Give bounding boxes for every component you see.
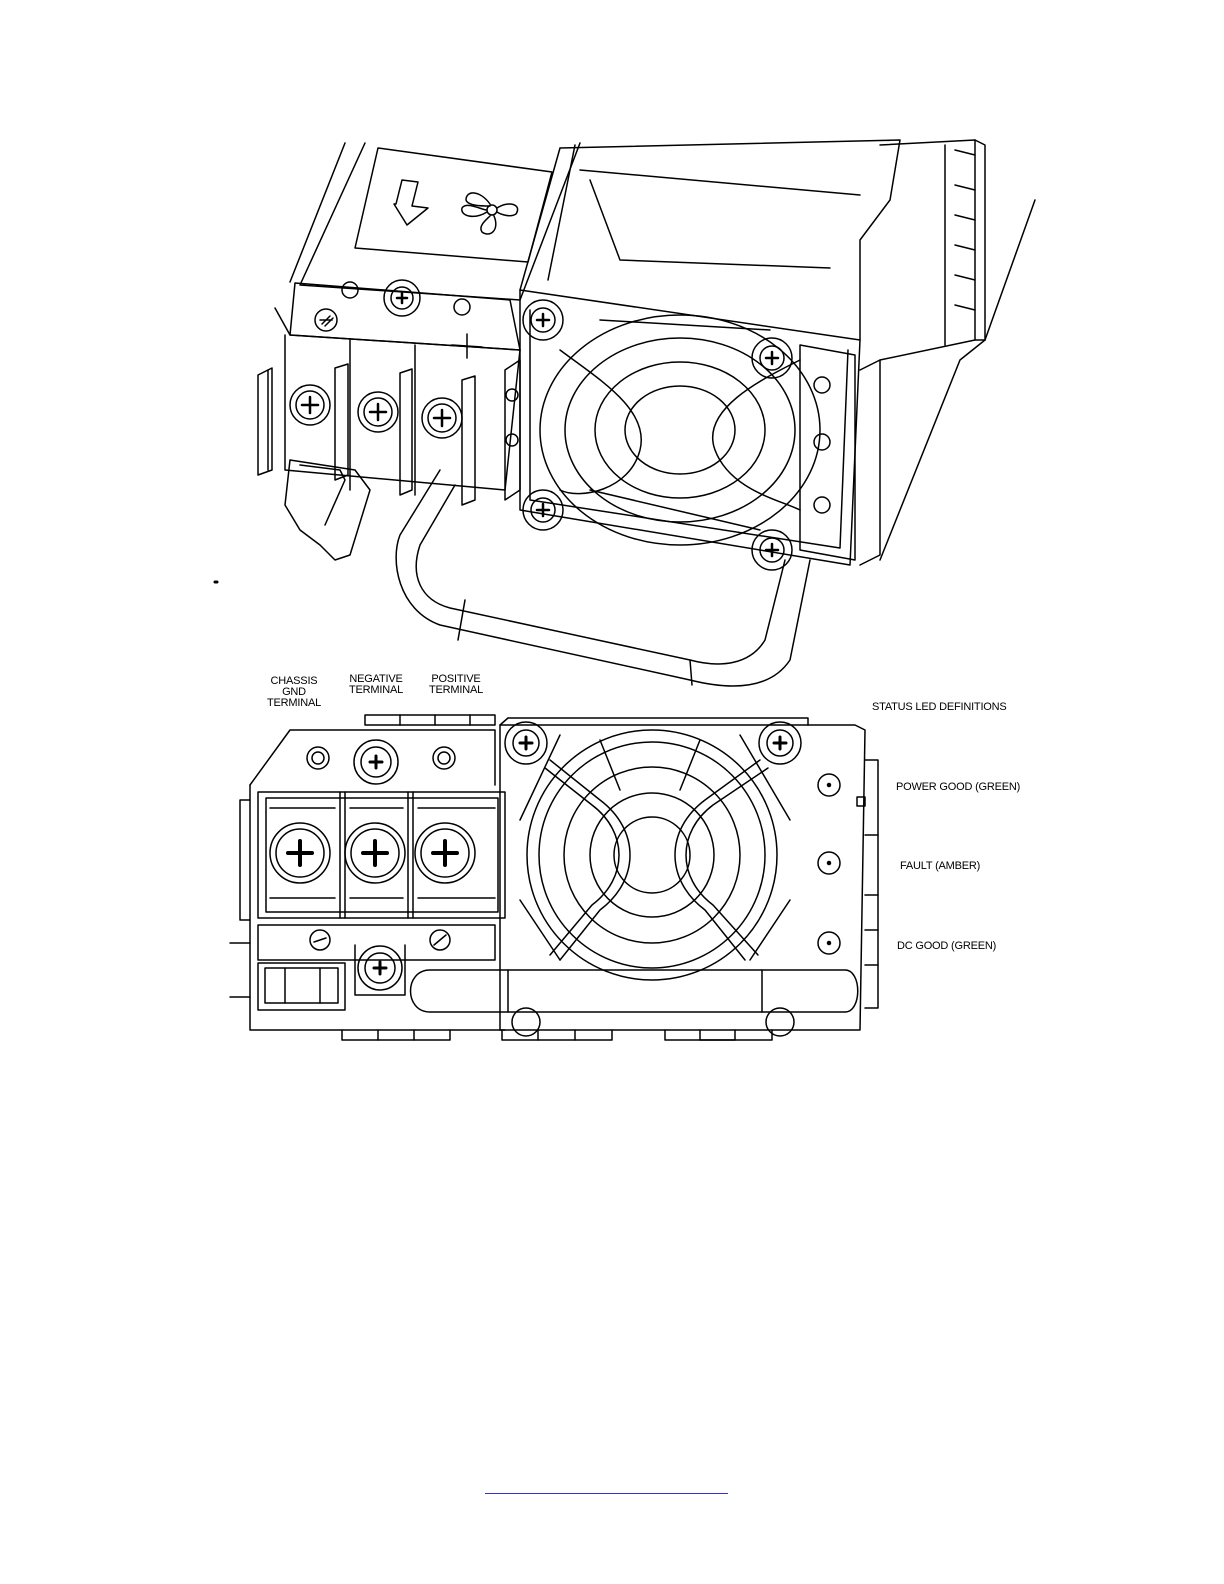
down-arrow-icon [394,180,428,225]
terminal-screw-1 [290,385,330,425]
release-latch [285,460,370,560]
label-dc-good: DC GOOD (GREEN) [897,940,996,952]
fan-icon [462,193,518,234]
terminal-screw-negative [345,823,405,883]
fan-grille [520,730,790,980]
label-negative-terminal: NEGATIVE TERMINAL [340,674,412,696]
label-chassis-gnd-terminal: CHASSIS GND TERMINAL [256,676,332,709]
handle [396,470,810,686]
front-view [230,715,878,1040]
led-power-good [818,774,840,796]
footer-link[interactable] [485,1479,728,1494]
terminal-screw-positive [415,823,475,883]
label-positive-terminal: POSITIVE TERMINAL [420,674,492,696]
label-power-good: POWER GOOD (GREEN) [896,781,1020,793]
front-fan-screw-left [505,722,547,764]
label-fault: FAULT (AMBER) [900,860,980,872]
terminal-screw-2 [358,392,398,432]
isometric-view [215,140,1035,686]
terminal-screw-3 [422,398,462,438]
top-screw-icon [384,280,420,316]
fan-screw-tl [523,300,563,340]
front-handle [411,970,858,1012]
led-dc-good [818,932,840,954]
terminal-screw-chassis [270,823,330,883]
chassis-screw-icon [354,740,398,784]
fan-screw-bl [523,490,563,530]
airflow-label-plate [355,148,552,262]
ground-symbol-icon [315,309,337,331]
front-fan-screw-right [759,722,801,764]
led-fault [818,852,840,874]
status-led-title: STATUS LED DEFINITIONS [872,701,1007,713]
lower-screw-icon [355,945,405,995]
